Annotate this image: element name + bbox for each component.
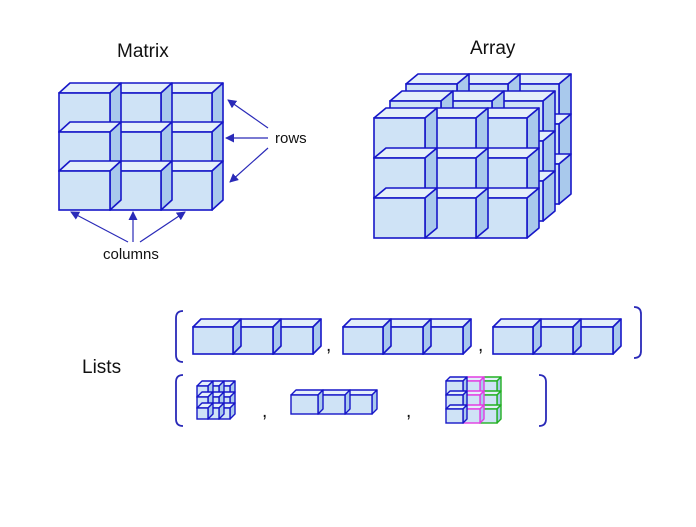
cube bbox=[196, 402, 214, 420]
list-row-2 bbox=[196, 376, 502, 424]
arrow bbox=[139, 211, 186, 243]
cube bbox=[492, 318, 542, 355]
rows-label: rows bbox=[275, 130, 307, 147]
list-separator: , bbox=[406, 401, 412, 422]
list-separator: , bbox=[262, 401, 268, 422]
left-bracket bbox=[175, 374, 184, 427]
matrix-cubes bbox=[58, 82, 224, 211]
columns-label: columns bbox=[103, 246, 159, 263]
array-title: Array bbox=[470, 38, 516, 59]
right-bracket bbox=[633, 306, 642, 359]
cube bbox=[317, 389, 351, 415]
list-brackets bbox=[175, 306, 642, 427]
cube bbox=[290, 389, 324, 415]
arrow bbox=[229, 147, 269, 183]
cube bbox=[342, 318, 392, 355]
cube bbox=[445, 404, 468, 424]
annotation-arrows bbox=[70, 99, 269, 243]
cube bbox=[192, 318, 242, 355]
lists-label: Lists bbox=[82, 357, 122, 378]
cube bbox=[373, 187, 438, 239]
array-cubes bbox=[373, 73, 572, 239]
cube bbox=[344, 389, 378, 415]
arrow bbox=[227, 99, 269, 129]
arrow bbox=[70, 211, 129, 243]
list-separator: , bbox=[326, 335, 332, 356]
left-bracket bbox=[175, 310, 184, 363]
cube bbox=[373, 147, 438, 199]
cube bbox=[58, 160, 122, 211]
matrix-title: Matrix bbox=[117, 41, 169, 62]
list-separator: , bbox=[478, 335, 484, 356]
list-row-1 bbox=[192, 318, 622, 355]
right-bracket bbox=[538, 374, 547, 427]
cube bbox=[109, 82, 173, 133]
